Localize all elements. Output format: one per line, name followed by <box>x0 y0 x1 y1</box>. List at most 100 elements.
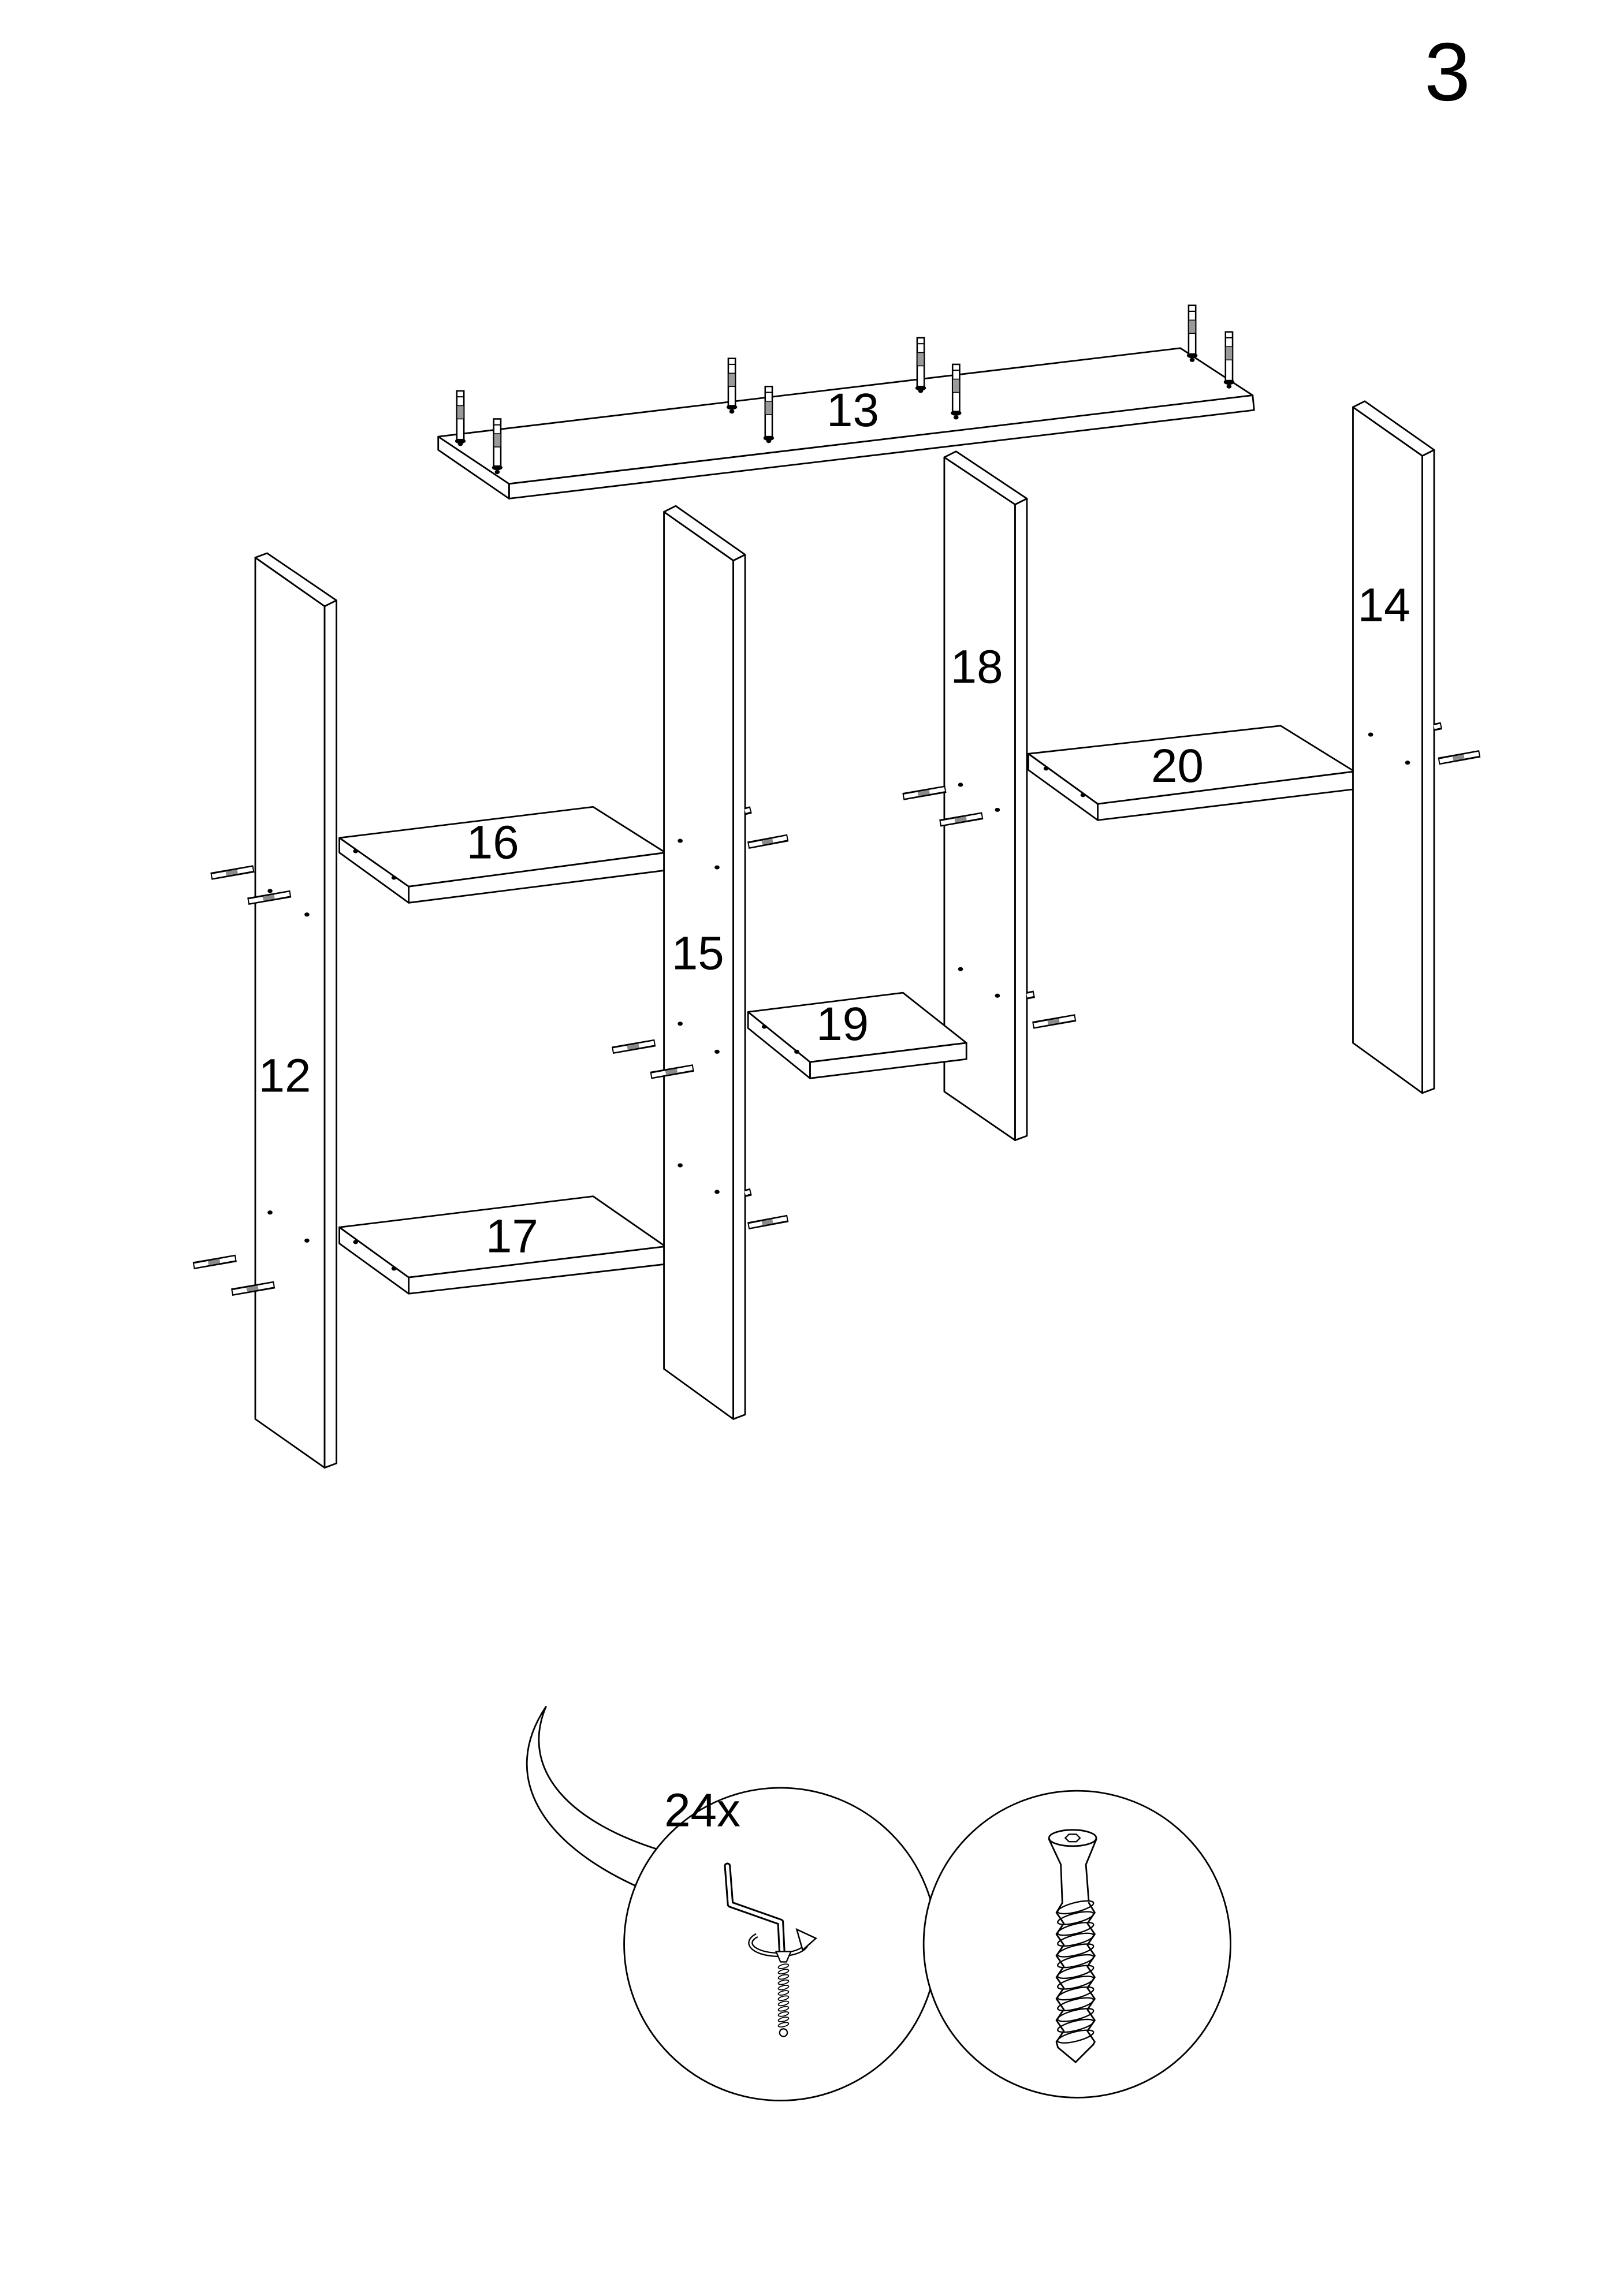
quantity-label: 24x <box>664 1784 740 1836</box>
dowel-stub <box>1433 722 1443 731</box>
hole-mark <box>678 1022 683 1026</box>
screw-thread <box>777 2000 790 2007</box>
panel-18-side-edge <box>1014 497 1028 1141</box>
dowel-icon <box>492 418 503 471</box>
screw-thread <box>777 1995 790 2001</box>
hole-mark <box>494 469 500 474</box>
panel-14: 14 <box>1352 400 1435 1094</box>
board-13-dowels <box>455 304 1235 471</box>
screw-thread <box>777 1974 790 1980</box>
hole-mark <box>678 838 683 843</box>
hole-mark <box>995 993 1000 998</box>
rotate-arrow-icon <box>748 1928 817 1957</box>
hole-mark <box>1226 384 1232 389</box>
dowel-icon <box>747 834 789 849</box>
panel-14-top-edge <box>1352 400 1435 457</box>
dowel-icon <box>455 390 466 444</box>
dowel-icon <box>726 357 738 410</box>
dowel-icon <box>1223 331 1235 385</box>
dowel-icon <box>210 865 255 880</box>
part-label-14: 14 <box>1358 579 1410 631</box>
hole-mark <box>995 807 1000 812</box>
hole-mark <box>304 1238 310 1243</box>
panel-holes <box>267 357 1410 1271</box>
dowel-icon <box>247 890 292 905</box>
screw-thread <box>777 2011 790 2017</box>
part-label-13: 13 <box>827 384 879 437</box>
screw-edge <box>1055 1902 1065 2048</box>
panel-13: 13 <box>437 347 1255 500</box>
screw-thread <box>777 1990 790 1996</box>
confirmat-screw-icon <box>1048 1829 1097 2063</box>
dowel-icon <box>1438 750 1481 765</box>
panel-12-top-edge <box>254 552 337 607</box>
screw-thread <box>777 1969 790 1975</box>
dowel-icon <box>915 337 926 391</box>
dowel-icon <box>1032 1014 1077 1029</box>
hardware-detail: 24x <box>526 1706 1231 2101</box>
dowel-icon <box>650 1064 694 1079</box>
part-label-18: 18 <box>951 641 1003 694</box>
side-dowels <box>192 722 1481 1296</box>
hole-mark <box>1080 793 1086 797</box>
screw-thread <box>777 2017 790 2022</box>
panel-12: 12 <box>254 552 337 1469</box>
hole-mark <box>457 442 463 446</box>
dowel-stub <box>1026 990 1035 1000</box>
hole-mark <box>794 1049 799 1054</box>
dowel-icon <box>747 1214 789 1230</box>
dowel-icon <box>951 363 962 416</box>
hole-mark <box>714 1049 720 1054</box>
hole-mark <box>766 439 772 443</box>
panel-18-top-edge <box>943 450 1028 506</box>
screw-thread <box>777 1979 790 1985</box>
dowel-icon <box>1186 304 1198 359</box>
step-number: 3 <box>1424 27 1471 118</box>
hole-mark <box>1405 761 1410 765</box>
screw-thread <box>777 1963 790 1969</box>
dowel-stub <box>744 806 752 815</box>
hole-mark <box>391 1266 397 1271</box>
shelf-19: 19 <box>747 992 967 1079</box>
hole-mark <box>958 967 963 971</box>
screw-edge <box>1086 1902 1096 2045</box>
part-label-12: 12 <box>259 1049 311 1102</box>
hole-mark <box>918 389 924 393</box>
hole-mark <box>761 1024 767 1029</box>
part-label-16: 16 <box>467 817 519 869</box>
dowel-stub <box>744 1188 752 1197</box>
hole-mark <box>1043 766 1049 771</box>
callout-pointer <box>526 1706 665 1888</box>
dowel-icon <box>763 385 775 441</box>
screw-thread <box>777 2006 790 2012</box>
hole-mark <box>714 1190 720 1194</box>
panel-15: 15 <box>663 505 746 1420</box>
hole-mark <box>353 849 359 853</box>
screw-thread <box>777 2022 790 2028</box>
hole-mark <box>958 782 963 787</box>
hole-mark <box>729 409 735 414</box>
part-label-17: 17 <box>486 1210 538 1263</box>
hole-mark <box>953 415 959 420</box>
hole-mark <box>1189 357 1195 362</box>
screw-thread <box>777 1985 790 1991</box>
hole-mark <box>267 1210 273 1215</box>
shelf-16-end-edge <box>338 837 410 904</box>
shelf-20: 20 <box>1028 725 1356 821</box>
hole-mark <box>353 1240 359 1244</box>
dowel-icon <box>192 1254 237 1270</box>
hex-key-icon <box>724 1862 786 1956</box>
hole-mark <box>391 875 397 880</box>
panel-13-end-edge <box>437 435 510 500</box>
panel-14-front-face <box>1352 406 1423 1094</box>
hole-mark <box>267 889 273 893</box>
dowel-icon <box>939 812 984 827</box>
panel-15-side-edge <box>732 554 746 1420</box>
part-label-20: 20 <box>1151 740 1204 792</box>
part-label-15: 15 <box>672 927 724 979</box>
shelf-16: 16 <box>338 806 667 904</box>
panel-12-side-edge <box>323 599 337 1469</box>
hole-mark <box>1368 732 1373 737</box>
screw-icon <box>775 1951 792 2037</box>
